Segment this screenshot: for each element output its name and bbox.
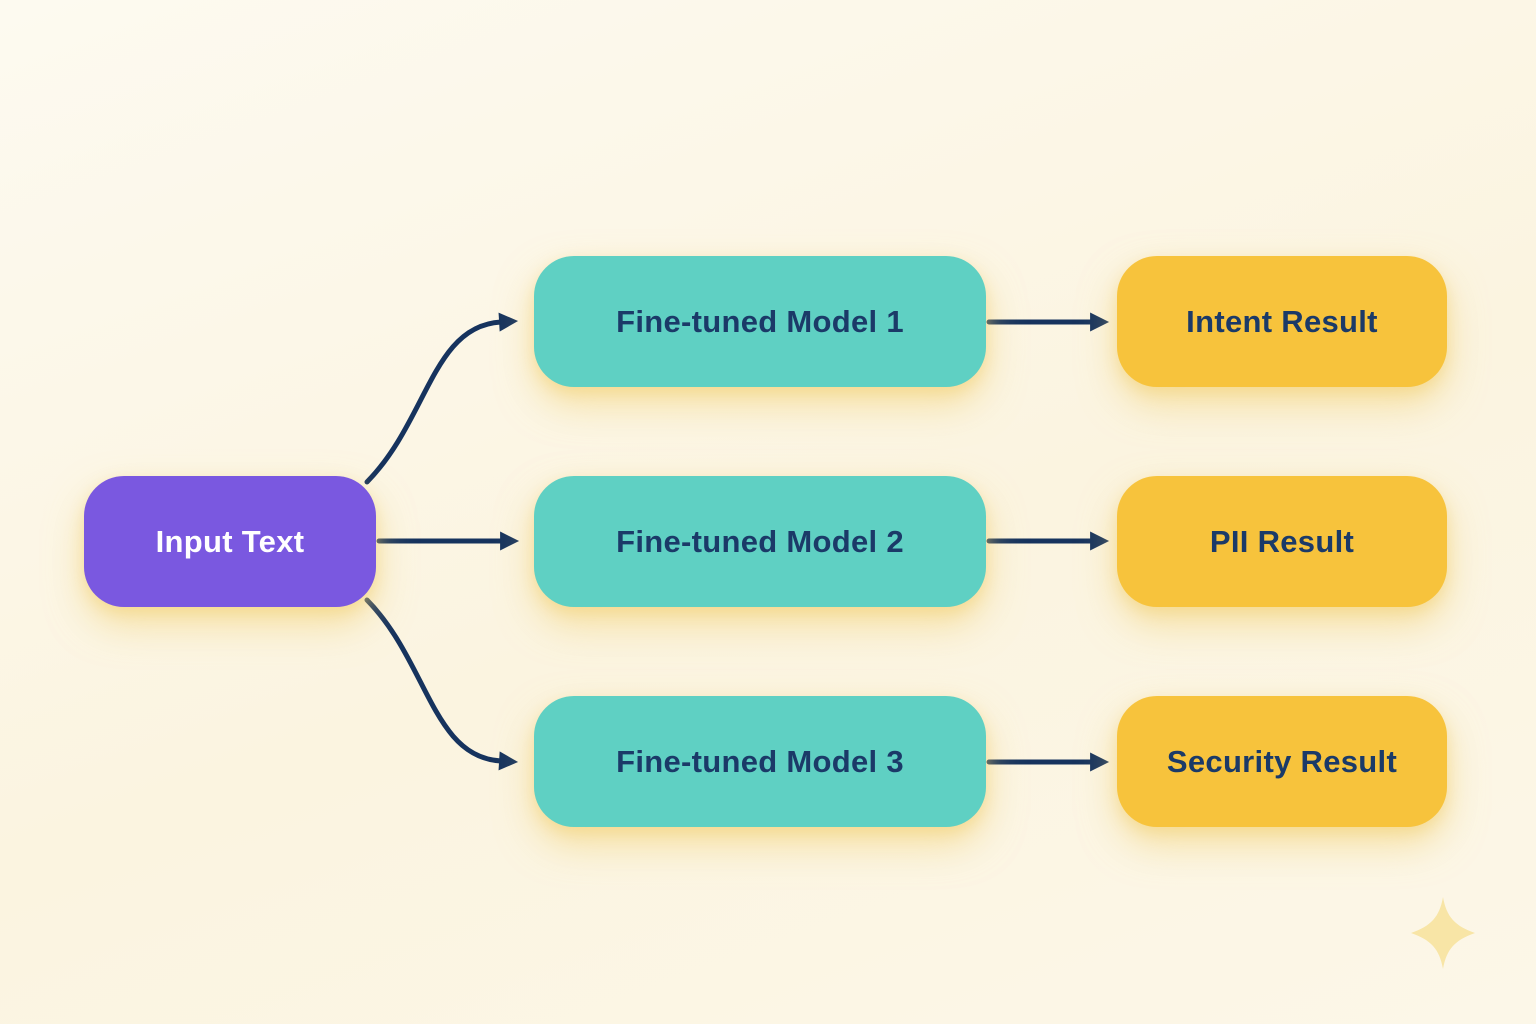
node-input-text: Input Text [84,476,376,607]
node-result-label: PII Result [1209,523,1355,559]
arrow-input-to-model3 [364,597,519,771]
node-intent-result: Intent Result [1117,256,1447,387]
node-result-label: Intent Result [1186,303,1378,339]
node-security-result: Security Result [1117,696,1447,827]
node-input-label: Input Text [155,523,305,559]
node-result-label: Security Result [1166,743,1398,779]
node-model-label: Fine-tuned Model 1 [616,303,904,339]
arrow-input-to-model1 [364,312,519,485]
node-model-label: Fine-tuned Model 2 [616,523,904,559]
sparkle-icon [1411,897,1475,969]
node-fine-tuned-model-2: Fine-tuned Model 2 [534,476,986,607]
node-pii-result: PII Result [1117,476,1447,607]
node-fine-tuned-model-1: Fine-tuned Model 1 [534,256,986,387]
node-fine-tuned-model-3: Fine-tuned Model 3 [534,696,986,827]
node-model-label: Fine-tuned Model 3 [616,743,904,779]
